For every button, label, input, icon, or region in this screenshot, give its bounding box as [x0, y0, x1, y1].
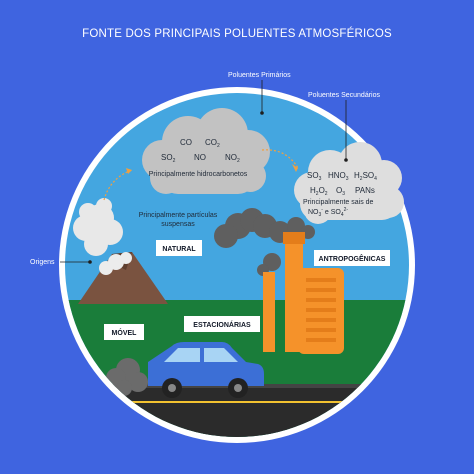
svg-text:ANTROPOGÊNICAS: ANTROPOGÊNICAS [319, 254, 386, 263]
factory-smoke [214, 208, 315, 276]
callout-primary: Poluentes Primários [228, 72, 291, 79]
primary-pollutant-cloud [142, 108, 270, 194]
svg-text:CO2: CO2 [205, 138, 220, 149]
primary-formulas: CO CO2 SO2 NO NO2 Principalmente hidroca… [149, 138, 248, 178]
callout-dot-primary [260, 111, 264, 115]
svg-text:NATURAL: NATURAL [162, 246, 196, 253]
formula-so2: SO [161, 153, 173, 162]
car [148, 342, 264, 398]
secondary-formulas: SO3 HNO3 H2SO4 H2O2 O3 PANs Principalmen… [303, 171, 377, 218]
flow-arrows [103, 149, 299, 201]
volcano-ash-cloud [99, 252, 132, 275]
formula-o3: O3 [336, 186, 345, 197]
callout-origins: Origens [30, 259, 55, 266]
callout-dot-origins [88, 260, 92, 264]
arrow-primary-to-secondary [261, 149, 299, 169]
diagram-title: FONTE DOS PRINCIPAIS POLUENTES ATMOSFÉRI… [82, 27, 392, 40]
svg-text:CO: CO [180, 138, 192, 147]
label-anthropogenic: ANTROPOGÊNICAS [314, 250, 390, 266]
secondary-caption: Principalmente sais de [303, 199, 374, 206]
volcano [78, 252, 168, 304]
svg-text:ESTACIONÁRIAS: ESTACIONÁRIAS [193, 320, 251, 329]
particles-caption-2: suspensas [161, 221, 195, 228]
formula-pans: PANs [355, 186, 375, 195]
natural-smoke [73, 198, 123, 256]
formula-co2: CO [205, 138, 217, 147]
svg-text:NO: NO [194, 153, 206, 162]
formula-co: CO [180, 138, 192, 147]
callout-lines [60, 80, 347, 263]
label-natural: NATURAL [156, 240, 202, 256]
primary-caption: Principalmente hidrocarbonetos [149, 171, 248, 178]
formula-so3: SO3 [307, 171, 322, 182]
label-mobile: MÓVEL [104, 324, 144, 340]
formula-h2o2: H2O2 [310, 186, 328, 197]
arrow-head-1 [126, 168, 132, 174]
svg-text:SO2: SO2 [161, 153, 176, 164]
secondary-pollutant-cloud [294, 142, 404, 224]
arrow-origin-to-primary [103, 169, 133, 201]
svg-text:NO2: NO2 [225, 153, 240, 164]
factory [263, 232, 344, 354]
formula-no2: NO [225, 153, 237, 162]
arrow-head-2 [292, 164, 298, 172]
secondary-caption-salts: NO3- e SO42- [308, 207, 348, 218]
label-stationary: ESTACIONÁRIAS [184, 316, 260, 332]
formula-no: NO [194, 153, 206, 162]
formula-h2so4: H2SO4 [354, 171, 377, 182]
callout-secondary: Poluentes Secundários [308, 92, 380, 99]
formula-hno3: HNO3 [328, 171, 349, 182]
callout-dot-secondary [344, 158, 348, 162]
particles-caption-1: Principalmente partículas [139, 212, 218, 219]
svg-text:MÓVEL: MÓVEL [112, 328, 138, 337]
